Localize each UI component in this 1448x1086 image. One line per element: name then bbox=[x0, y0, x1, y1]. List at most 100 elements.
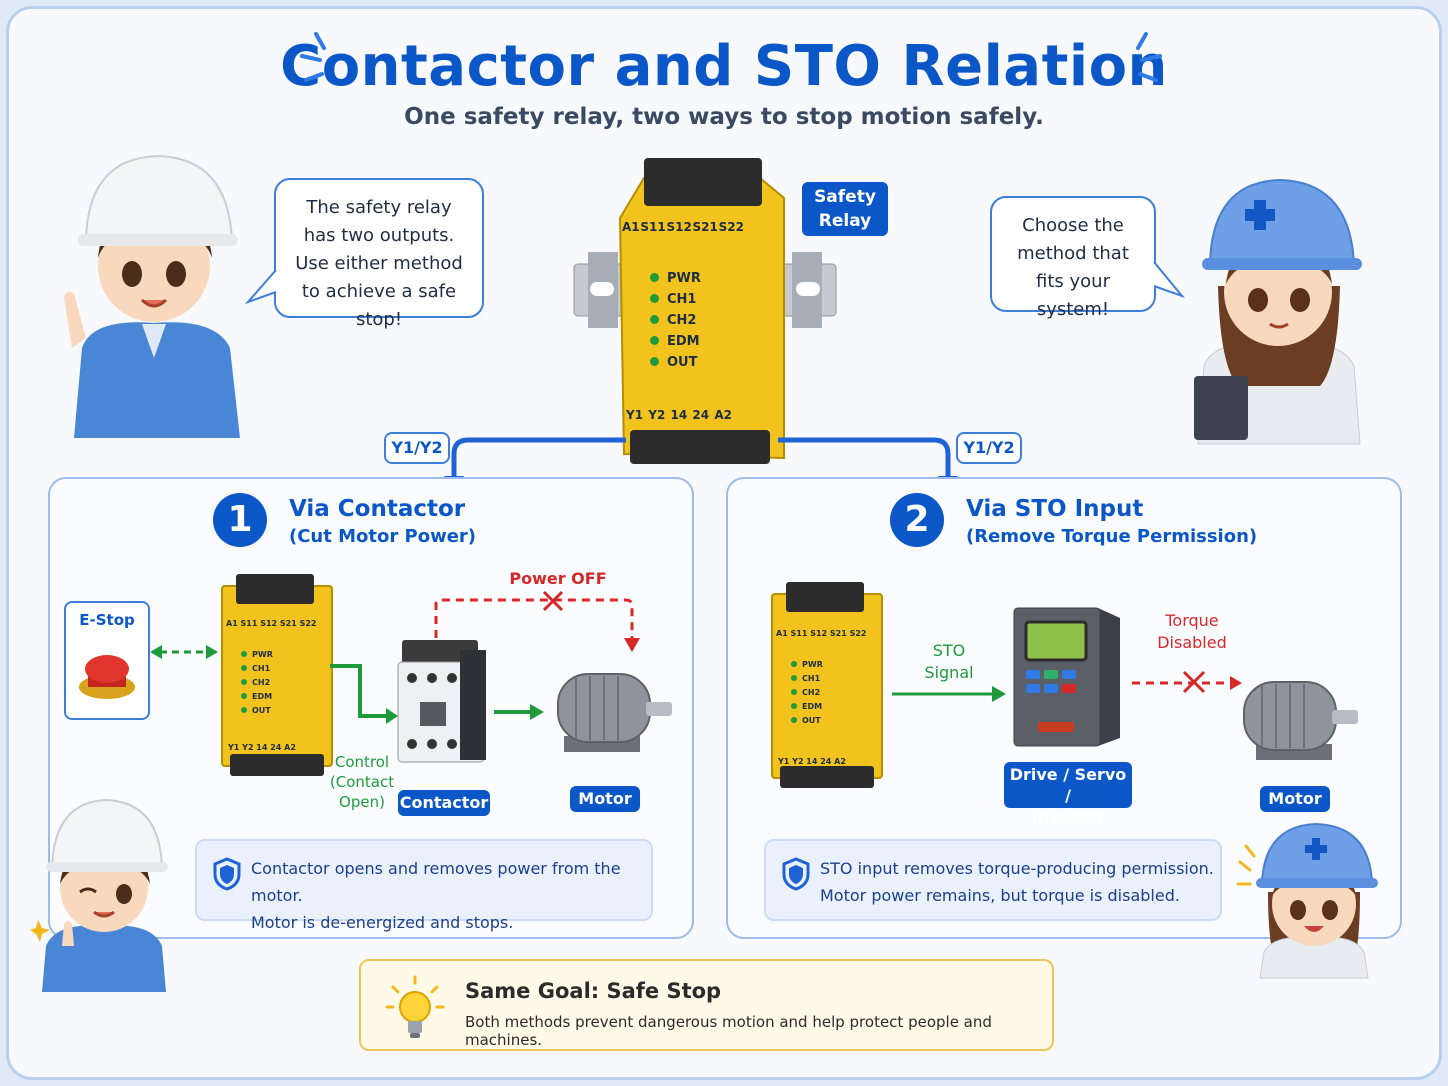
svg-text:Y1 Y2 14 24 A2: Y1 Y2 14 24 A2 bbox=[227, 743, 296, 752]
led-label: PWR bbox=[667, 271, 701, 286]
contactor-note: Contactor opens and removes power from t… bbox=[195, 839, 653, 932]
motor-tag-1: Motor bbox=[570, 786, 640, 812]
terminal-label: Y1 bbox=[626, 408, 644, 422]
led-row: EDM bbox=[650, 331, 701, 352]
motor-icon-1 bbox=[557, 673, 672, 752]
torque-line: Disabled bbox=[1157, 633, 1227, 652]
speech-line: to achieve a safe stop! bbox=[301, 281, 457, 330]
svg-text:PWR: PWR bbox=[252, 650, 273, 659]
speech-line: method that bbox=[1017, 243, 1129, 264]
speech-bubble-left: The safety relay has two outputs. Use ei… bbox=[274, 178, 484, 330]
svg-text:Y1 Y2 14 24 A2: Y1 Y2 14 24 A2 bbox=[777, 757, 846, 766]
speech-line: has two outputs. bbox=[303, 225, 455, 246]
svg-text:OUT: OUT bbox=[252, 706, 271, 715]
estop-button-icon bbox=[79, 655, 135, 699]
panel-title: Via Contactor bbox=[289, 496, 466, 522]
note-line: Motor is de-energized and stops. bbox=[251, 913, 514, 932]
torque-disabled-arrow bbox=[1132, 670, 1242, 694]
engineer-girl-illustration bbox=[1194, 178, 1362, 445]
control-line: (Contact Open) bbox=[329, 773, 395, 811]
sto-note: STO input removes torque-producing permi… bbox=[764, 839, 1222, 921]
panel-subtitle: (Remove Torque Permission) bbox=[966, 526, 1258, 547]
footer-summary: Same Goal: Safe Stop Both methods preven… bbox=[359, 959, 1054, 1051]
motor-icon-2 bbox=[1243, 681, 1358, 760]
tag-line: Safety bbox=[814, 187, 876, 207]
relay-bottom-terminals: Y1 Y2 14 24 A2 bbox=[626, 408, 732, 422]
terminal-label: A2 bbox=[714, 408, 732, 422]
speech-tail-right bbox=[1153, 261, 1186, 299]
engineer-boy-thumbsup-illustration bbox=[30, 798, 168, 992]
svg-text:CH1: CH1 bbox=[802, 674, 821, 683]
speech-line: Use either method bbox=[295, 253, 463, 274]
output-tag-right: Y1/Y2 bbox=[956, 432, 1022, 464]
terminal-label: S12 bbox=[666, 220, 692, 234]
led-row: CH2 bbox=[650, 310, 701, 331]
power-off-label: Power OFF bbox=[509, 569, 607, 588]
torque-line: Torque bbox=[1165, 611, 1219, 630]
terminal-label: 24 bbox=[692, 408, 710, 422]
safety-relay-small-2: A1 S11 S12 S21 S22 Y1 Y2 14 24 A2 PWR CH1… bbox=[771, 582, 883, 788]
footer-heading: Same Goal: Safe Stop bbox=[465, 979, 722, 1003]
led-label: OUT bbox=[667, 355, 698, 370]
svg-text:A1 S11 S12 S21 S22: A1 S11 S12 S21 S22 bbox=[776, 629, 866, 638]
safety-relay-body bbox=[618, 158, 785, 464]
footer-body: Both methods prevent dangerous motion an… bbox=[465, 1013, 992, 1049]
control-label: Control (Contact Open) bbox=[308, 752, 416, 812]
contactor-to-motor-arrow bbox=[494, 704, 544, 720]
shield-icon bbox=[782, 857, 810, 891]
led-label: EDM bbox=[667, 334, 700, 349]
svg-text:PWR: PWR bbox=[802, 660, 823, 669]
shield-icon bbox=[213, 857, 241, 891]
svg-text:CH2: CH2 bbox=[802, 688, 820, 697]
motor-tag-2: Motor bbox=[1260, 786, 1330, 812]
contactor-tag: Contactor bbox=[398, 790, 490, 816]
torque-disabled-label: Torque Disabled bbox=[1150, 610, 1234, 654]
note-text: Contactor opens and removes power from t… bbox=[251, 855, 651, 936]
drive-inverter-device bbox=[1013, 607, 1120, 747]
panel-subtitle: (Cut Motor Power) bbox=[289, 526, 477, 547]
speech-tail-left bbox=[244, 269, 277, 305]
terminal-label: A1 bbox=[622, 220, 640, 234]
estop-link-arrow bbox=[150, 645, 218, 659]
power-off-dashed-path bbox=[434, 590, 640, 652]
estop-card: E-Stop bbox=[64, 601, 150, 720]
contactor-device bbox=[397, 640, 486, 763]
svg-text:OUT: OUT bbox=[802, 716, 821, 725]
engineer-girl-cheering-illustration bbox=[1236, 822, 1378, 979]
title-sparkle-left-icon bbox=[300, 32, 326, 82]
led-row: PWR bbox=[650, 268, 701, 289]
control-signal-arrow bbox=[330, 664, 398, 724]
svg-text:EDM: EDM bbox=[252, 692, 272, 701]
safety-relay-tag: Safety Relay bbox=[802, 182, 888, 236]
tag-line: Relay bbox=[818, 211, 872, 231]
svg-text:EDM: EDM bbox=[802, 702, 822, 711]
led-row: OUT bbox=[650, 352, 701, 373]
relay-top-terminals: A1 S11 S12 S21 S22 bbox=[622, 220, 744, 234]
note-line: Motor power remains, but torque is disab… bbox=[820, 886, 1180, 905]
terminal-label: S11 bbox=[640, 220, 666, 234]
terminal-label: Y2 bbox=[648, 408, 666, 422]
svg-text:A1 S11 S12 S21 S22: A1 S11 S12 S21 S22 bbox=[226, 619, 316, 628]
note-line: Contactor opens and removes power from t… bbox=[251, 859, 621, 905]
control-line: Control bbox=[334, 753, 390, 771]
speech-bubble-right: Choose the method that fits your system! bbox=[990, 196, 1156, 320]
led-label: CH1 bbox=[667, 292, 697, 307]
led-row: CH1 bbox=[650, 289, 701, 310]
sto-signal-line: Signal bbox=[924, 663, 974, 682]
drive-line: Inverter bbox=[1031, 807, 1105, 826]
svg-text:CH2: CH2 bbox=[252, 678, 270, 687]
page-title: Contactor and STO Relation bbox=[280, 34, 1168, 99]
lightbulb-icon bbox=[385, 975, 445, 1038]
speech-line: The safety relay bbox=[306, 197, 452, 218]
estop-label: E-Stop bbox=[79, 611, 135, 629]
output-tag-left: Y1/Y2 bbox=[384, 432, 450, 464]
terminal-label: S22 bbox=[718, 220, 744, 234]
page-subtitle: One safety relay, two ways to stop motio… bbox=[404, 104, 1044, 130]
sto-signal-line: STO bbox=[932, 641, 966, 660]
speech-line: fits your system! bbox=[1036, 271, 1110, 320]
note-text: STO input removes torque-producing permi… bbox=[820, 855, 1214, 909]
safety-relay-main: A1 S11 S12 S21 S22 PWR CH1 CH2 EDM OUT Y… bbox=[614, 158, 790, 468]
safety-relay-small-1: A1 S11 S12 S21 S22 Y1 Y2 14 24 A2 PWRCH1… bbox=[221, 574, 333, 776]
panel-number-2: 2 bbox=[890, 493, 944, 547]
note-line: STO input removes torque-producing permi… bbox=[820, 859, 1214, 878]
